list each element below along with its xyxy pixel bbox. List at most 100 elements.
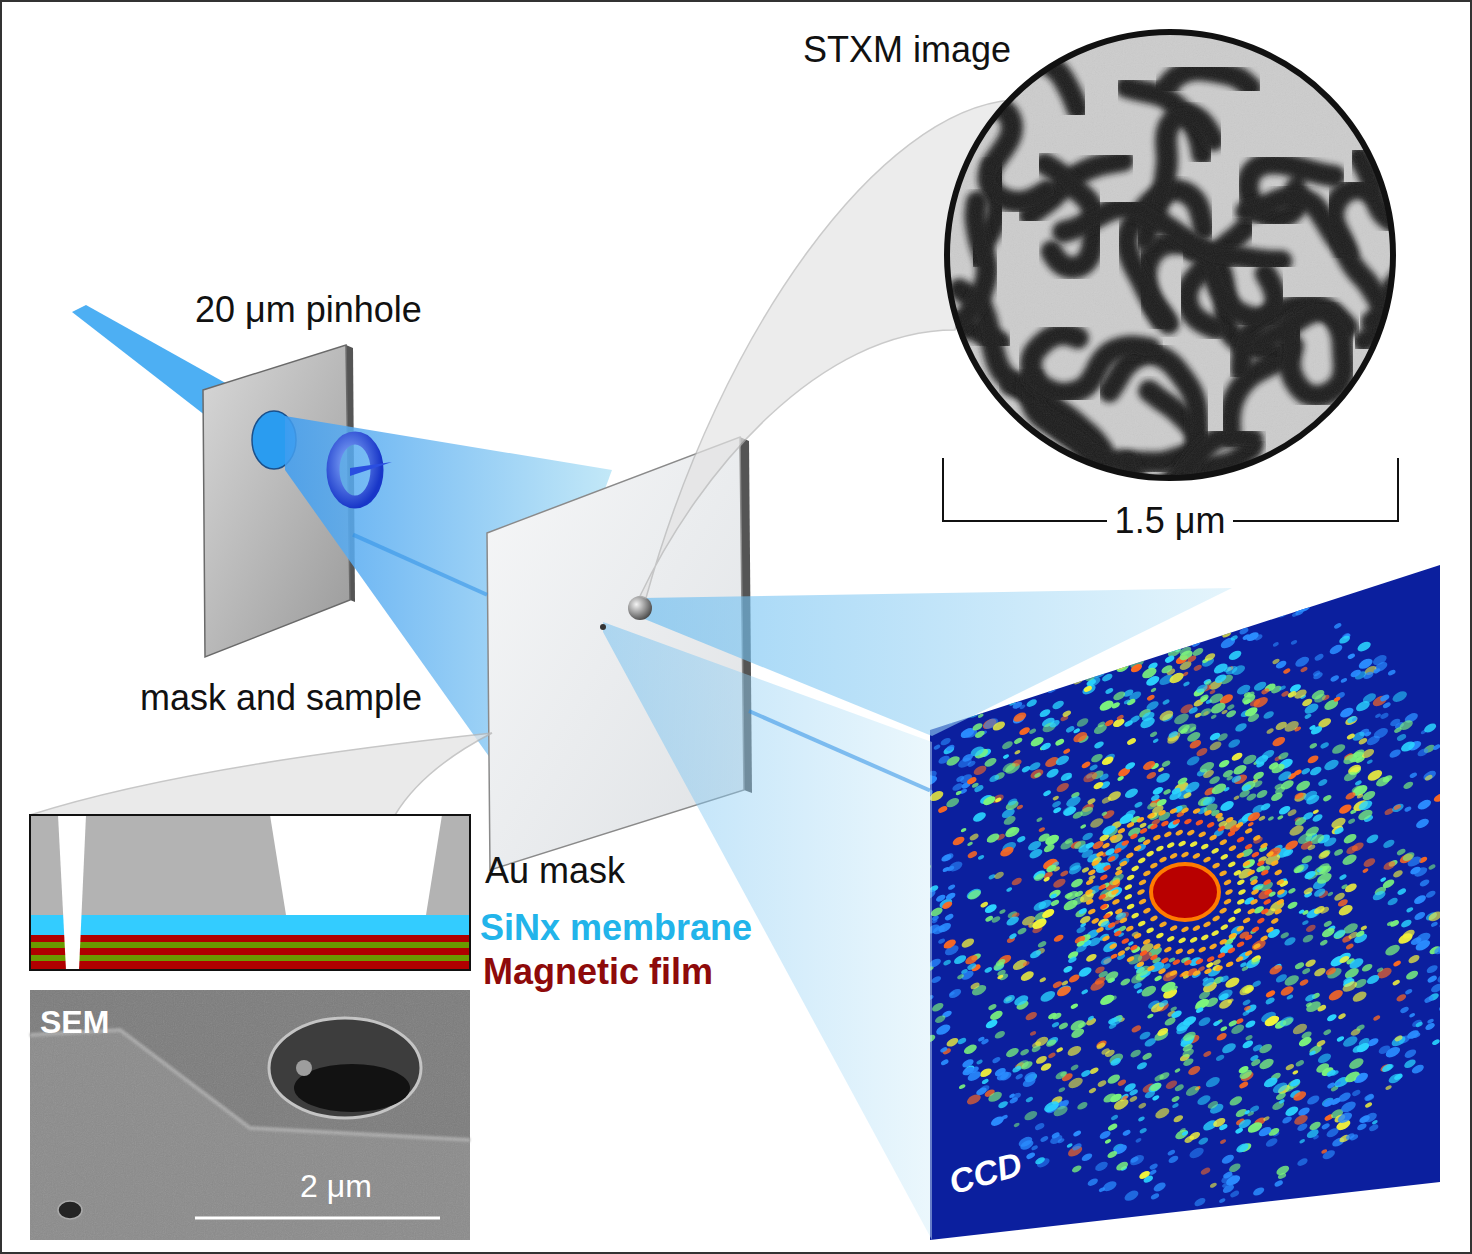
speckle xyxy=(1157,967,1166,975)
speckle xyxy=(1206,955,1215,963)
speckle xyxy=(1235,1017,1244,1025)
speckle xyxy=(1409,1012,1416,1018)
speckle xyxy=(1080,1069,1091,1078)
speckle xyxy=(1104,687,1114,695)
speckle xyxy=(1227,605,1238,614)
speckle xyxy=(1290,639,1298,645)
speckle xyxy=(1139,949,1148,957)
speckle xyxy=(1274,1179,1284,1188)
speckle xyxy=(1425,889,1437,899)
speckle xyxy=(1236,836,1245,844)
speckle xyxy=(1117,949,1126,957)
speckle xyxy=(1011,876,1024,886)
speckle xyxy=(1309,724,1317,730)
speckle xyxy=(1025,1096,1034,1103)
speckle xyxy=(1406,1028,1421,1040)
speckle xyxy=(1109,876,1122,887)
node-label: 20 μm pinhole xyxy=(195,290,422,330)
speckle xyxy=(1018,726,1031,737)
speckle xyxy=(1294,791,1305,800)
speckle xyxy=(1098,932,1110,942)
speckle xyxy=(1122,1129,1132,1137)
speckle xyxy=(1300,1030,1313,1040)
speckle xyxy=(1136,988,1143,994)
speckle xyxy=(1222,1183,1236,1195)
speckle xyxy=(1137,1116,1145,1123)
speckle xyxy=(1279,685,1287,692)
speckle xyxy=(1243,691,1251,698)
speckle xyxy=(1246,810,1261,823)
speckle xyxy=(1293,601,1309,614)
speckle xyxy=(1097,1079,1108,1088)
speckle xyxy=(1268,963,1284,976)
speckle xyxy=(1260,908,1269,916)
speckle xyxy=(997,1100,1009,1110)
speckle xyxy=(1171,985,1179,991)
speckle xyxy=(1110,953,1118,960)
speckle xyxy=(1136,888,1145,896)
speckle xyxy=(1401,851,1416,863)
speckle xyxy=(1172,711,1190,726)
speckle xyxy=(1324,966,1337,977)
speckle xyxy=(1143,641,1151,647)
speckle xyxy=(1029,949,1043,960)
speckle xyxy=(1393,804,1402,811)
speckle xyxy=(1309,742,1318,750)
speckle xyxy=(1342,832,1358,845)
speckle xyxy=(1350,841,1365,853)
speckle xyxy=(1067,956,1077,965)
speckle xyxy=(1236,925,1245,933)
speckle xyxy=(1117,827,1126,835)
speckle xyxy=(1422,769,1438,782)
speckle xyxy=(1113,847,1122,855)
speckle xyxy=(1439,922,1447,929)
speckle xyxy=(1205,961,1214,968)
sample-plate: mask and sample xyxy=(487,437,749,870)
speckle xyxy=(1448,806,1464,820)
speckle xyxy=(1219,869,1228,877)
speckle xyxy=(1197,1016,1212,1028)
speckle xyxy=(1299,1138,1306,1144)
speckle xyxy=(1172,1102,1180,1109)
speckle xyxy=(1240,961,1248,968)
speckle xyxy=(1252,1043,1263,1052)
speckle xyxy=(1050,899,1060,908)
speckle xyxy=(1333,848,1344,857)
speckle xyxy=(1124,761,1136,771)
speckle xyxy=(1201,976,1216,988)
speckle xyxy=(1220,1041,1237,1055)
speckle xyxy=(1238,626,1249,635)
speckle xyxy=(1023,1070,1037,1082)
speckle xyxy=(1296,1157,1309,1168)
speckle xyxy=(984,1018,999,1030)
speckle xyxy=(1169,969,1178,977)
speckle xyxy=(1131,912,1140,920)
speckle xyxy=(1089,763,1099,771)
beam-connector xyxy=(353,535,487,595)
speckle xyxy=(1150,687,1157,693)
speckle xyxy=(1233,907,1242,915)
speckle xyxy=(1012,711,1028,724)
speckle xyxy=(1061,980,1069,987)
speckle xyxy=(1399,739,1416,753)
speckle xyxy=(1357,798,1374,812)
speckle xyxy=(1361,691,1377,705)
speckle xyxy=(945,1036,960,1048)
speckle xyxy=(1106,1150,1118,1160)
speckle xyxy=(1301,933,1314,944)
speckle xyxy=(1149,1162,1159,1170)
speckle xyxy=(1067,1075,1085,1090)
speckle xyxy=(1043,876,1051,882)
speckle xyxy=(939,736,951,746)
speckle xyxy=(1392,869,1404,879)
speckle xyxy=(1275,1164,1291,1177)
speckle xyxy=(1195,610,1209,621)
sem-image: SEM2 μm xyxy=(30,990,470,1240)
speckle xyxy=(1209,834,1218,842)
speckle xyxy=(1307,843,1316,851)
speckle xyxy=(1070,1002,1079,1009)
speckle xyxy=(971,810,987,823)
speckle xyxy=(995,958,1007,968)
speckle xyxy=(1031,1044,1042,1053)
speckle xyxy=(1029,1030,1037,1036)
